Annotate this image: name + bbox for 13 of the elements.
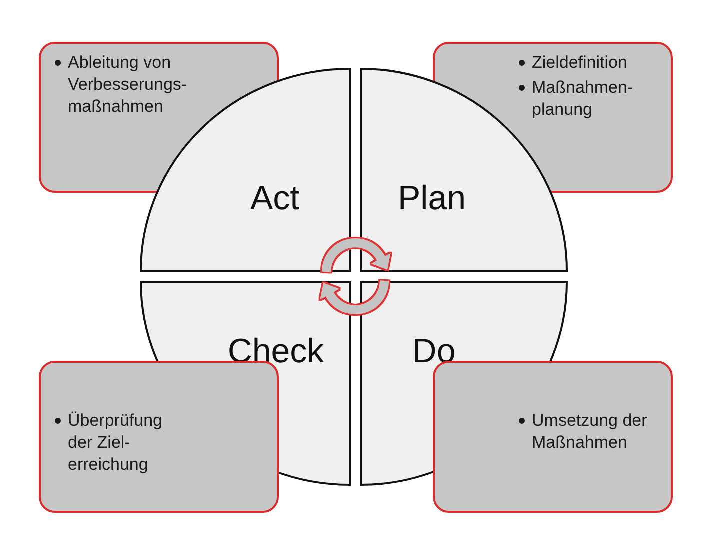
phase-label: Do xyxy=(412,332,456,372)
note-card xyxy=(39,361,279,513)
bullet-text: Zieldefinition xyxy=(532,52,628,74)
bullet-text: Ableitung von Verbesserungs-maßnahmen xyxy=(68,52,188,118)
note-card xyxy=(433,361,673,513)
phase-label: Act xyxy=(250,180,300,218)
curved-arrow xyxy=(322,238,391,274)
phase-label: Check xyxy=(228,332,324,372)
curved-arrow xyxy=(320,280,389,314)
phase-label: Plan xyxy=(398,180,466,218)
bullet-text: Maßnahmen-planung xyxy=(532,77,634,121)
bullet-text: Überprüfung der Ziel-erreichung xyxy=(68,410,164,476)
bullet-text: Umsetzung der Maßnahmen xyxy=(532,410,648,454)
